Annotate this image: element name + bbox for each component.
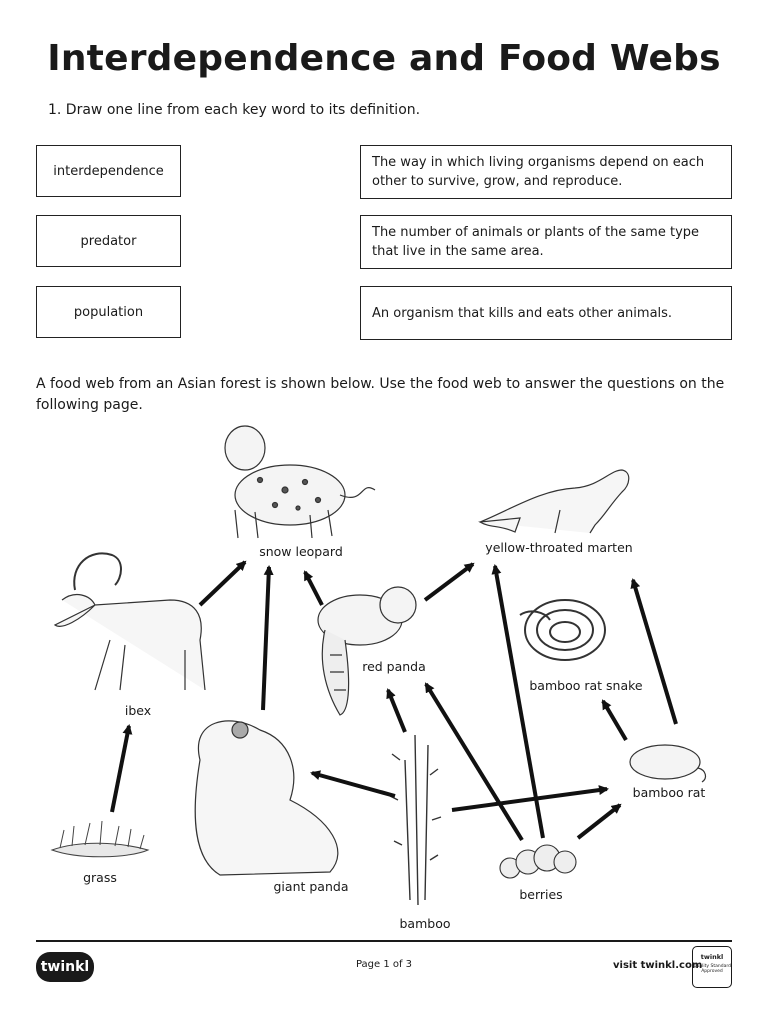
label-red-panda: red panda	[362, 659, 426, 674]
giant-panda-illustration	[195, 721, 338, 875]
footer-divider	[36, 940, 732, 942]
label-ibex: ibex	[125, 703, 151, 718]
berries-illustration	[500, 845, 576, 878]
red-panda-illustration	[318, 587, 416, 715]
label-bamboo: bamboo	[399, 916, 450, 931]
label-giant-panda: giant panda	[274, 879, 349, 894]
label-yellow-throated-marten: yellow-throated marten	[485, 540, 632, 555]
bamboo-rat-snake-illustration	[520, 600, 605, 660]
food-web-diagram: snow leopard yellow-throated marten ibex…	[0, 0, 768, 940]
label-bamboo-rat: bamboo rat	[633, 785, 706, 800]
badge-text: Quality Standard Approved	[693, 964, 731, 974]
quality-badge: twinkl Quality Standard Approved	[692, 946, 732, 988]
ibex-illustration	[55, 553, 205, 690]
bamboo-illustration	[390, 735, 441, 905]
label-snow-leopard: snow leopard	[259, 544, 343, 559]
label-bamboo-rat-snake: bamboo rat snake	[529, 678, 643, 693]
label-berries: berries	[519, 887, 562, 902]
badge-logo: twinkl	[693, 953, 731, 961]
label-grass: grass	[83, 870, 117, 885]
snow-leopard-illustration	[225, 426, 375, 538]
yellow-throated-marten-illustration	[480, 470, 629, 533]
visit-link[interactable]: visit twinkl.com	[613, 960, 702, 971]
bamboo-rat-illustration	[630, 745, 705, 782]
grass-illustration	[52, 821, 148, 857]
